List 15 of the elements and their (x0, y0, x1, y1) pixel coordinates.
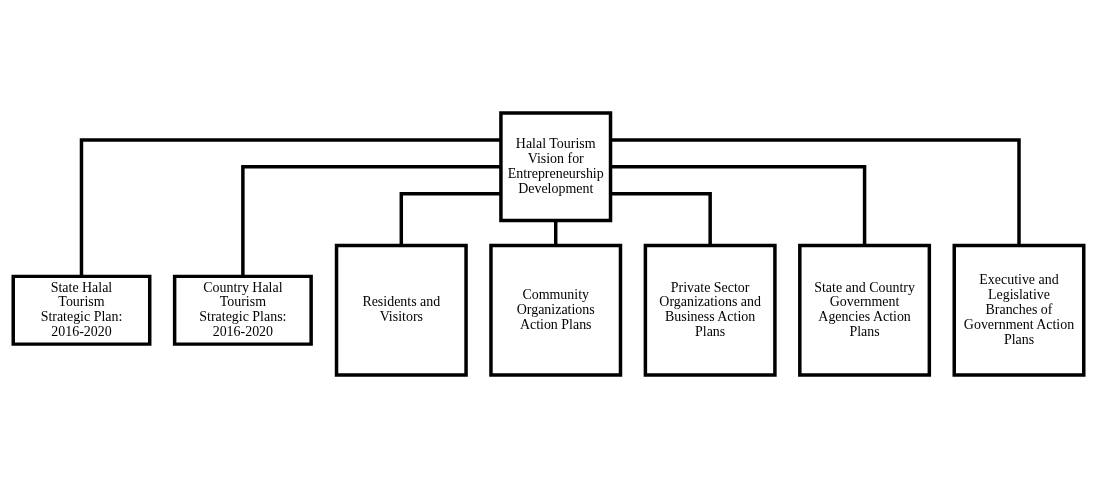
connector (553, 220, 558, 245)
node-box: Community Organizations Action Plans (489, 243, 623, 377)
node-box: Executive and Legislative Branches of Government Action Plans (952, 243, 1086, 377)
node-box: Halal Tourism Vision for Entrepreneurship Development (499, 110, 613, 222)
connector (610, 191, 712, 245)
connector (610, 137, 1021, 245)
connector (79, 137, 501, 276)
node-box: State Halal Tourism Strategic Plan: 2016-2020 (11, 274, 152, 346)
node-box: Country Halal Tourism Strategic Plans: 2016-2020 (172, 274, 313, 346)
node-box: State and Country Government Agencies Action Plans (798, 243, 932, 377)
node-box: Residents and Visitors (334, 243, 468, 377)
connector (399, 191, 501, 245)
connector (241, 164, 501, 276)
node-box: Private Sector Organizations and Business Action Plans (643, 243, 777, 377)
connector (610, 164, 867, 245)
